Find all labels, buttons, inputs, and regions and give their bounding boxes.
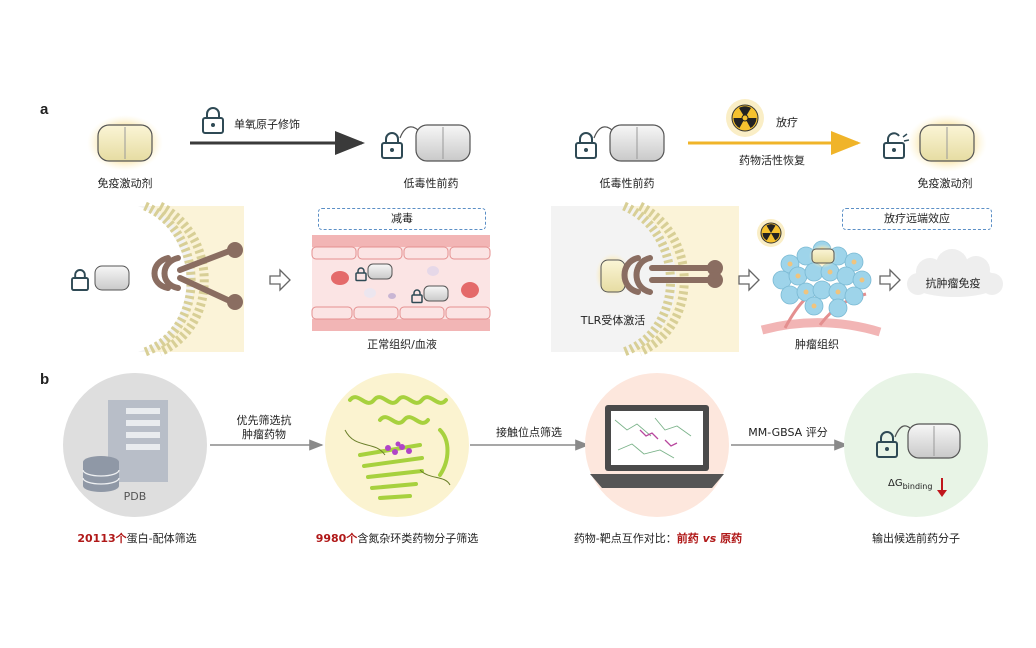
right-drug-label: 免疫激动剂 xyxy=(917,177,973,190)
protein-structure-icon xyxy=(325,373,469,517)
step1-line2: 肿瘤药物 xyxy=(242,428,286,441)
left-drug-label: 免疫激动剂 xyxy=(97,177,153,190)
agonist-pill-left xyxy=(87,115,163,171)
caption-2: 9980个含氮杂环类药物分子筛选 xyxy=(302,530,492,546)
caption-2-text: 含氮杂环类药物分子筛选 xyxy=(357,532,479,545)
modification-label: 单氧原子修饰 xyxy=(234,118,300,131)
abscopal-box: 放疗远端效应 xyxy=(842,208,992,230)
caption-2-count: 9980个 xyxy=(315,532,358,545)
normal-tissue-label: 正常组织/血液 xyxy=(367,338,437,351)
prodrug-pill-membrane xyxy=(71,265,130,291)
tumor-label: 肿瘤组织 xyxy=(795,338,839,351)
detox-box: 减毒 xyxy=(318,208,486,230)
caption-3-parent: 原药 xyxy=(720,532,743,545)
lock-icon xyxy=(202,107,224,134)
panel-label-b: b xyxy=(40,371,50,388)
prodrug-pill-2 xyxy=(575,124,665,162)
radiation-icon xyxy=(726,99,764,137)
tlr-receptor-left xyxy=(151,242,243,310)
caption-3: 药物-靶点互作对比：前药 vs 原药 xyxy=(558,530,758,546)
blood-vessel xyxy=(311,235,491,331)
caption-3-vs: vs xyxy=(698,532,721,545)
prodrug-pill-1 xyxy=(381,124,471,162)
open-arrow-2 xyxy=(738,268,760,292)
step1-line1: 优先筛选抗 xyxy=(236,414,292,427)
caption-3-text: 药物-靶点互作对比： xyxy=(573,532,677,545)
open-arrow-1 xyxy=(269,268,291,292)
antitumor-label: 抗肿瘤免疫 xyxy=(925,277,981,290)
delta-g-label: ΔGbinding xyxy=(888,478,932,491)
pdb-server-icon xyxy=(63,373,207,517)
caption-1: 20113个蛋白-配体筛选 xyxy=(62,530,212,546)
membrane-left xyxy=(58,201,244,357)
caption-1-text: 蛋白-配体筛选 xyxy=(126,532,197,545)
right-prodrug-label: 低毒性前药 xyxy=(599,177,655,190)
left-prodrug-label: 低毒性前药 xyxy=(403,177,459,190)
step1-label: 优先筛选抗 肿瘤药物 xyxy=(224,414,304,442)
tlr-receptor-right xyxy=(595,253,723,297)
caption-4: 输出候选前药分子 xyxy=(872,532,960,545)
tlr-activation-label: TLR受体激活 xyxy=(580,314,646,327)
delta-g: ΔG xyxy=(888,478,903,489)
caption-1-count: 20113个 xyxy=(77,532,127,545)
tumor-tissue xyxy=(757,219,882,337)
candidate-prodrug-icon xyxy=(844,373,988,517)
step2-label: 接触位点筛选 xyxy=(496,426,562,439)
caption-3-prodrug: 前药 xyxy=(676,532,699,545)
step3-label: MM-GBSA 评分 xyxy=(748,426,828,439)
delta-g-sub: binding xyxy=(902,482,933,491)
panel-label-a: a xyxy=(40,101,49,118)
laptop-icon xyxy=(585,373,729,517)
radiotherapy-label: 放疗 xyxy=(776,116,798,129)
activity-restored-label: 药物活性恢复 xyxy=(739,154,805,167)
open-arrow-3 xyxy=(879,268,901,292)
agonist-pill-right xyxy=(883,114,987,172)
antitumor-cloud xyxy=(907,249,1003,297)
pdb-label: PDB xyxy=(123,490,147,503)
